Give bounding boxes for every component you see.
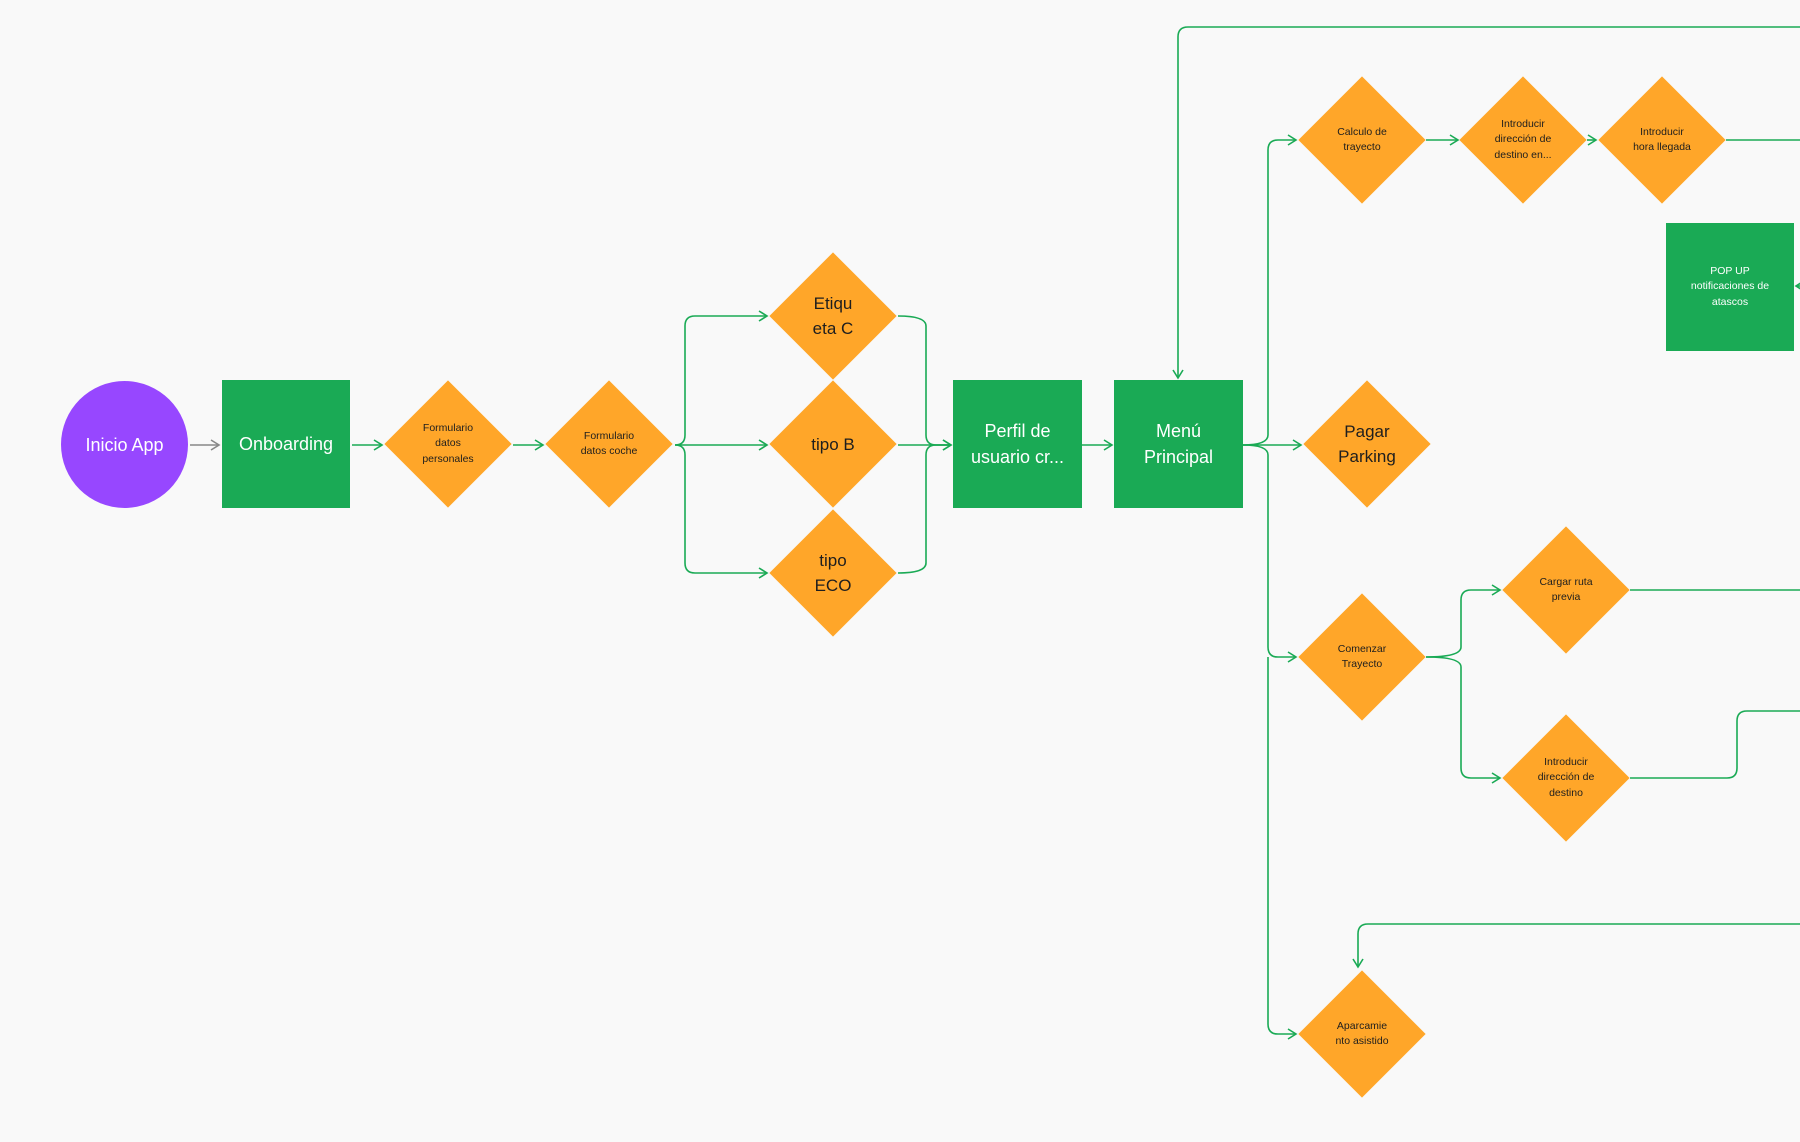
edge-etiqueta-perfil xyxy=(897,315,953,451)
node-popup-atascos[interactable]: POP UP notificaciones de atascos xyxy=(1666,223,1794,351)
edge-coche-eco xyxy=(674,444,769,579)
node-formulario-personales[interactable]: Formulario datos personales xyxy=(384,380,512,508)
node-label: Formulario datos personales xyxy=(422,421,474,465)
node-label: Onboarding xyxy=(238,434,334,454)
node-comenzar-trayecto[interactable]: Comenzar Trayecto xyxy=(1298,593,1426,721)
node-label: Menú Principal xyxy=(1143,421,1214,467)
node-perfil-usuario[interactable]: Perfil de usuario cr... xyxy=(953,380,1082,508)
node-introducir-hora[interactable]: Introducir hora llegada xyxy=(1598,76,1726,204)
edge-comenzar-cargar xyxy=(1425,584,1502,658)
node-onboarding[interactable]: Onboarding xyxy=(222,380,350,508)
node-cargar-ruta[interactable]: Cargar ruta previa xyxy=(1502,526,1630,654)
node-label: tipo ECO xyxy=(814,551,852,595)
node-label: Aparcamie nto asistido xyxy=(1335,1019,1389,1048)
node-label: Cargar ruta previa xyxy=(1539,575,1593,604)
edge-menu-aparcamiento xyxy=(1267,657,1298,1040)
node-tipo-eco[interactable]: tipo ECO xyxy=(769,509,897,637)
node-tipo-b[interactable]: tipo B xyxy=(769,380,897,508)
node-label: Formulario datos coche xyxy=(580,429,638,458)
edge-return-aparcamiento xyxy=(1352,923,1800,969)
edge-introducir-out xyxy=(1630,710,1800,779)
node-menu-principal[interactable]: Menú Principal xyxy=(1114,380,1243,508)
edge-eco-perfil xyxy=(897,444,951,574)
node-label: Pagar Parking xyxy=(1338,422,1396,466)
edge-comenzar-introducir xyxy=(1425,656,1502,784)
edge-coche-etiqueta xyxy=(674,310,769,446)
node-label: Perfil de usuario cr... xyxy=(970,421,1065,467)
node-aparcamiento-asistido[interactable]: Aparcamie nto asistido xyxy=(1298,970,1426,1098)
node-label: Etiqu eta C xyxy=(812,294,854,338)
node-calculo-trayecto[interactable]: Calculo de trayecto xyxy=(1298,76,1426,204)
node-label: Introducir dirección de destino en... xyxy=(1494,117,1552,161)
node-label: POP UP notificaciones de atascos xyxy=(1690,264,1770,308)
node-label: Comenzar Trayecto xyxy=(1337,642,1387,671)
node-label: Inicio App xyxy=(85,434,164,455)
node-introducir-direccion-en[interactable]: Introducir dirección de destino en... xyxy=(1459,76,1587,204)
node-label: tipo B xyxy=(811,434,855,454)
node-label: Introducir dirección de destino xyxy=(1537,755,1595,799)
node-introducir-direccion[interactable]: Introducir dirección de destino xyxy=(1502,714,1630,842)
edge-return-top-menu xyxy=(1172,26,1800,380)
node-etiqueta-c[interactable]: Etiqu eta C xyxy=(769,252,897,380)
node-label: Introducir hora llegada xyxy=(1633,125,1691,154)
edge-menu-comenzar xyxy=(1242,444,1298,663)
node-inicio-app[interactable]: Inicio App xyxy=(61,381,188,508)
node-pagar-parking[interactable]: Pagar Parking xyxy=(1303,380,1431,508)
node-formulario-coche[interactable]: Formulario datos coche xyxy=(545,380,673,508)
node-label: Calculo de trayecto xyxy=(1337,125,1387,154)
edge-menu-calculo xyxy=(1242,134,1298,446)
